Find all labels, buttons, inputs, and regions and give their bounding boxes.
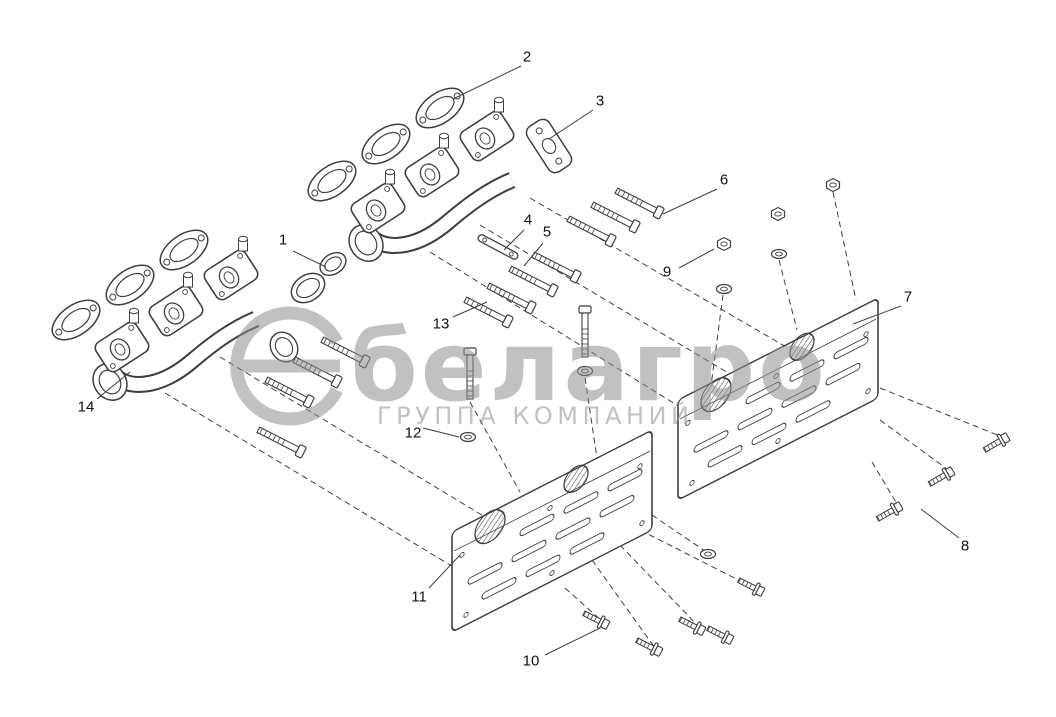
callout-4: 4	[523, 211, 533, 229]
bolt	[507, 262, 560, 298]
washer	[770, 248, 788, 260]
washer	[699, 548, 717, 560]
callout-5: 5	[542, 223, 552, 241]
gasket	[44, 291, 108, 349]
bolt	[530, 248, 583, 284]
gasket	[300, 152, 364, 210]
callout-leader-lines	[96, 65, 960, 656]
sealing-rings	[290, 251, 347, 304]
callout-3: 3	[595, 92, 605, 110]
bolt	[565, 212, 618, 248]
gasket	[354, 115, 418, 173]
gasket	[152, 221, 216, 279]
callout-9: 9	[662, 263, 672, 281]
callout-12: 12	[404, 424, 422, 442]
screw	[735, 573, 767, 599]
bolt	[613, 184, 666, 220]
nut	[716, 236, 732, 252]
callout-10: 10	[522, 652, 540, 670]
washer	[715, 283, 733, 295]
watermark-brand: белагро	[350, 310, 828, 423]
gasket	[408, 79, 472, 137]
screw	[676, 612, 708, 638]
nut	[770, 206, 786, 222]
gasket	[98, 256, 162, 314]
callout-11: 11	[411, 588, 427, 606]
bolt	[255, 423, 308, 459]
strip-bracket	[477, 234, 519, 260]
watermark-subtitle: ГРУППА КОМПАНИЙ	[377, 401, 693, 430]
manifold-end-plate	[525, 118, 573, 174]
bolt	[589, 198, 642, 234]
callout-13: 13	[432, 315, 450, 333]
washer	[459, 431, 477, 443]
callout-2: 2	[522, 48, 532, 66]
callout-6: 6	[719, 171, 729, 189]
bolt	[263, 373, 316, 409]
screw	[925, 464, 957, 491]
watermark-logo-icon	[230, 306, 343, 426]
screw	[704, 621, 736, 647]
screw	[580, 606, 612, 632]
nut	[825, 177, 841, 193]
screw	[633, 633, 665, 659]
callout-7: 7	[903, 288, 913, 306]
watermark: белагро ГРУППА КОМПАНИЙ	[230, 306, 828, 430]
callout-8: 8	[960, 537, 970, 555]
gasket-set	[44, 79, 472, 349]
callout-14: 14	[77, 398, 95, 416]
screw	[873, 499, 905, 526]
manifold-outlet-flange	[269, 331, 299, 363]
callout-1: 1	[278, 231, 288, 249]
